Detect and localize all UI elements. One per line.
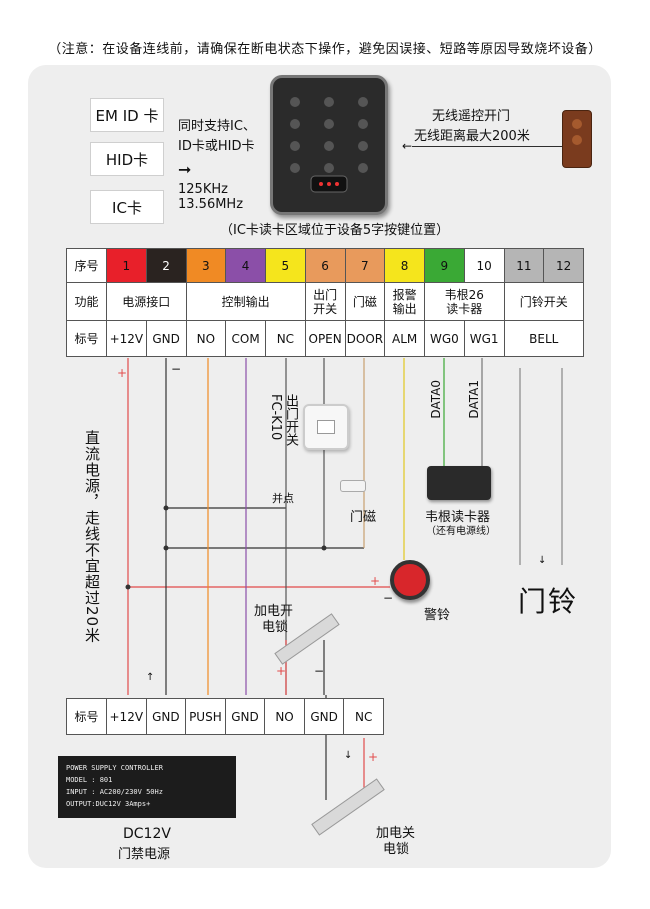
plus-sign-12v: +	[117, 366, 128, 380]
code-alm: ALM	[384, 320, 425, 357]
row-label-code: 标号	[66, 320, 107, 357]
exit-switch-icon	[303, 404, 349, 450]
function-alarm-output: 报警输出	[384, 282, 425, 321]
plus-sign-lock-on: +	[276, 664, 287, 678]
psu-plate-title: POWER SUPPLY CONTROLLER	[66, 764, 163, 772]
data1-label: DATA1	[467, 380, 481, 419]
code-wg0: WG0	[424, 320, 465, 357]
power-note: 直流电源，走线不宜超过20米	[83, 430, 101, 644]
arrow-down-icon: ↓	[344, 750, 353, 761]
remote-control-icon	[562, 110, 592, 168]
doorbell-label: 门铃	[518, 585, 579, 618]
reader-label: 韦根读卡器	[425, 510, 491, 525]
code-open: OPEN	[304, 320, 346, 357]
code-gnd: GND	[145, 320, 187, 357]
terminal-number-6: 6	[304, 248, 346, 283]
code-nc: NC	[265, 320, 306, 357]
bottom-code-no: NO	[264, 698, 305, 735]
code-bell: BELL	[503, 320, 584, 357]
terminal-number-5: 5	[265, 248, 306, 283]
top-terminal-table: 序号 1 2 3 4 5 6 7 8 9 10 11 12 功能 电源接口 控制…	[66, 248, 584, 357]
psu-plate-input: INPUT : AC200/230V 50Hz	[66, 788, 163, 796]
bottom-terminal-table: 标号 +12V GND PUSH GND NO GND NC	[66, 698, 384, 735]
terminal-number-12: 12	[543, 248, 584, 283]
bottom-code-nc: NC	[343, 698, 384, 735]
exit-switch-model: FC-K10	[268, 394, 283, 441]
terminal-number-11: 11	[503, 248, 545, 283]
keypad-reader-device	[270, 75, 388, 215]
code-12v: +12V	[106, 320, 147, 357]
psu-plate-output: OUTPUT:DUC12V 3Amps+	[66, 800, 151, 808]
psu-label-1: DC12V	[123, 826, 171, 842]
function-doorbell: 门铃开关	[503, 282, 584, 321]
function-door-sensor: 门磁	[344, 282, 386, 321]
remote-text-1: 无线遥控开门	[432, 109, 511, 124]
minus-sign-lock-on: −	[314, 664, 325, 678]
alarm-siren-icon	[390, 560, 430, 600]
function-power: 电源接口	[106, 282, 187, 321]
freq-1356: 13.56MHz	[178, 197, 244, 212]
bottom-code-gnd-2: GND	[224, 698, 266, 735]
code-row: 标号 +12V GND NO COM NC OPEN DOOR ALM WG0 …	[66, 320, 584, 357]
terminal-number-8: 8	[384, 248, 425, 283]
data0-label: DATA0	[429, 380, 443, 419]
bottom-code-gnd-1: GND	[145, 698, 187, 735]
terminal-number-9: 9	[424, 248, 465, 283]
support-text-1: 同时支持IC、	[178, 119, 256, 134]
terminal-number-4: 4	[225, 248, 266, 283]
psu-plate: POWER SUPPLY CONTROLLER MODEL : 801 INPU…	[58, 756, 236, 818]
door-sensor-label: 门磁	[350, 510, 377, 525]
support-text-2: ID卡或HID卡	[178, 139, 255, 154]
exit-switch-name: 出门开关	[283, 394, 298, 446]
function-row: 功能 电源接口 控制输出 出门开关 门磁 报警输出 韦根26读卡器 门铃开关	[66, 282, 584, 321]
function-exit-switch: 出门开关	[304, 282, 346, 321]
freq-125: 125KHz	[178, 182, 228, 197]
card-type-emid: EM ID 卡	[90, 98, 164, 132]
arrow-right-icon: ➞	[178, 160, 192, 179]
lock-off-label-1: 加电关	[376, 826, 416, 841]
terminal-number-2: 2	[145, 248, 187, 283]
double-arrow-icon: ←――――――――――――――→	[402, 139, 591, 153]
card-type-hid: HID卡	[90, 142, 164, 176]
minus-sign-alarm: −	[383, 591, 394, 605]
card-type-ic: IC卡	[90, 190, 164, 224]
lock-on-label-2: 电锁	[262, 620, 289, 635]
row-label-number: 序号	[66, 248, 107, 283]
bottom-code-push: PUSH	[185, 698, 226, 735]
code-com: COM	[225, 320, 266, 357]
bottom-code-gnd-3: GND	[303, 698, 345, 735]
reader-note: （还有电源线）	[426, 526, 496, 537]
minus-sign-gnd: −	[171, 362, 182, 376]
number-row: 序号 1 2 3 4 5 6 7 8 9 10 11 12	[66, 248, 584, 283]
remote-text-2: 无线距离最大200米	[414, 129, 530, 144]
plus-sign-alarm: +	[370, 574, 381, 588]
read-area-note: （IC卡读卡区域位于设备5字按键位置）	[220, 223, 450, 238]
arrow-up-icon: ↑	[146, 672, 155, 683]
door-sensor-icon	[340, 480, 366, 492]
code-door: DOOR	[344, 320, 386, 357]
arrow-down-bell-icon: ↓	[538, 555, 547, 566]
row-label-function: 功能	[66, 282, 107, 321]
function-wiegand: 韦根26读卡器	[424, 282, 505, 321]
bottom-row-label: 标号	[66, 698, 107, 735]
psu-plate-model: MODEL : 801	[66, 776, 113, 784]
junction-label: 并点	[272, 492, 294, 505]
lock-on-label-1: 加电开	[254, 604, 294, 619]
lock-off-label-2: 电锁	[383, 842, 410, 857]
psu-label-2: 门禁电源	[118, 847, 171, 862]
bottom-code-12v: +12V	[106, 698, 147, 735]
wiegand-reader-icon	[427, 466, 491, 500]
terminal-number-10: 10	[463, 248, 505, 283]
function-control-output: 控制输出	[185, 282, 306, 321]
alarm-label: 警铃	[424, 608, 451, 623]
code-wg1: WG1	[463, 320, 505, 357]
plus-sign-lock-off: +	[368, 750, 379, 764]
notice-text: （注意：在设备连线前，请确保在断电状态下操作，避免因误接、短路等原因导致烧坏设备…	[48, 42, 602, 57]
